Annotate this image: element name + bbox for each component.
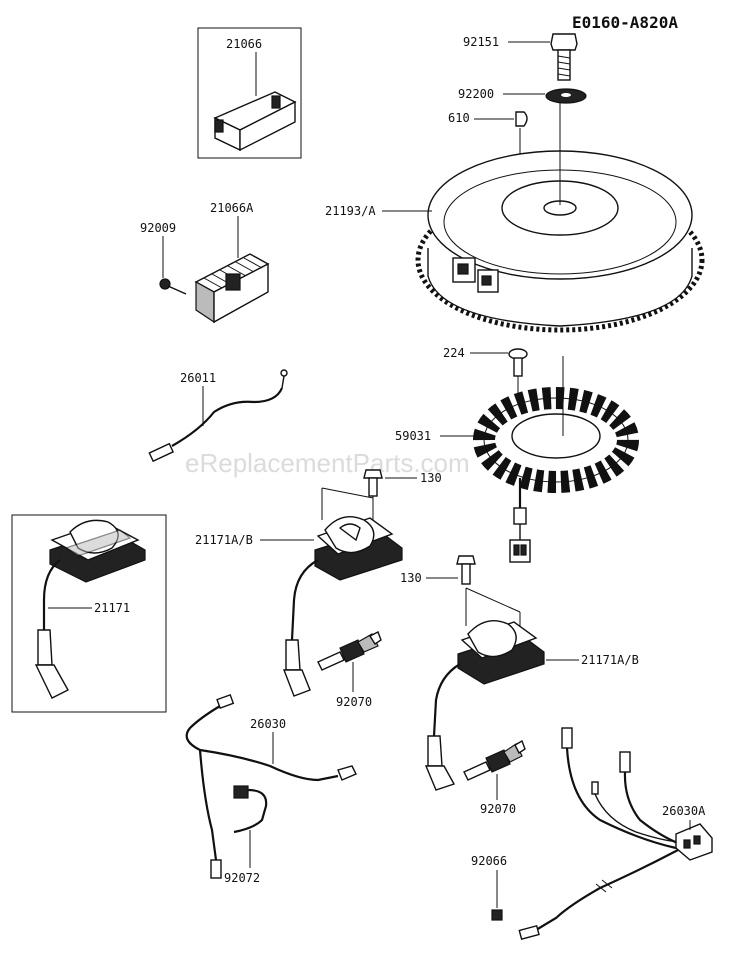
label-21066: 21066	[226, 37, 262, 51]
part-92070-spark-plug-right[interactable]	[463, 739, 526, 781]
label-92009: 92009	[140, 221, 176, 235]
part-21066-regulator-bracket[interactable]	[197, 27, 302, 159]
label-26030a: 26030A	[662, 804, 706, 818]
part-21193a-flywheel[interactable]	[415, 103, 705, 333]
part-59031-stator[interactable]	[473, 387, 639, 563]
flywheel-magnet-icon	[452, 257, 499, 293]
part-92200-washer[interactable]	[545, 88, 587, 104]
part-92066-cable-tie[interactable]	[491, 909, 503, 921]
part-92072-clamp[interactable]	[233, 785, 268, 834]
label-21193a: 21193/A	[325, 204, 376, 218]
part-21171ab-ignition-coil-right[interactable]	[424, 620, 545, 791]
label-92066: 92066	[471, 854, 507, 868]
watermark: eReplacementParts.com	[185, 448, 470, 478]
label-92072: 92072	[224, 871, 260, 885]
part-130-screw-lower[interactable]	[456, 555, 476, 585]
part-92151-bolt[interactable]	[550, 33, 578, 81]
part-92070-spark-plug-left[interactable]	[317, 631, 382, 671]
part-26011-lead-wire[interactable]	[148, 369, 288, 463]
label-610: 610	[448, 111, 470, 125]
label-92070-right: 92070	[480, 802, 516, 816]
label-130-upper: 130	[420, 471, 442, 485]
label-92151: 92151	[463, 35, 499, 49]
label-21171: 21171	[94, 601, 130, 615]
label-21066a: 21066A	[210, 201, 254, 215]
label-92200: 92200	[458, 87, 494, 101]
label-92070-left: 92070	[336, 695, 372, 709]
diagram-code: E0160-A820A	[572, 13, 678, 32]
part-26030a-wire-harness[interactable]	[518, 727, 713, 941]
label-26030: 26030	[250, 717, 286, 731]
label-130-lower: 130	[400, 571, 422, 585]
part-21066a-regulator[interactable]	[194, 253, 270, 324]
label-21171ab-left: 21171A/B	[195, 533, 253, 547]
label-21171ab-right: 21171A/B	[581, 653, 639, 667]
part-21171-ignition-coil-boxed[interactable]	[11, 514, 167, 713]
part-130-screw-upper[interactable]	[363, 469, 383, 497]
part-21171ab-ignition-coil-left[interactable]	[282, 516, 403, 697]
part-224-screw[interactable]	[508, 348, 528, 377]
part-610-key[interactable]	[515, 111, 528, 127]
label-26011: 26011	[180, 371, 216, 385]
label-59031: 59031	[395, 429, 431, 443]
part-26030-wire-harness[interactable]	[185, 693, 357, 879]
part-92009-screw[interactable]	[159, 278, 187, 295]
label-224: 224	[443, 346, 465, 360]
